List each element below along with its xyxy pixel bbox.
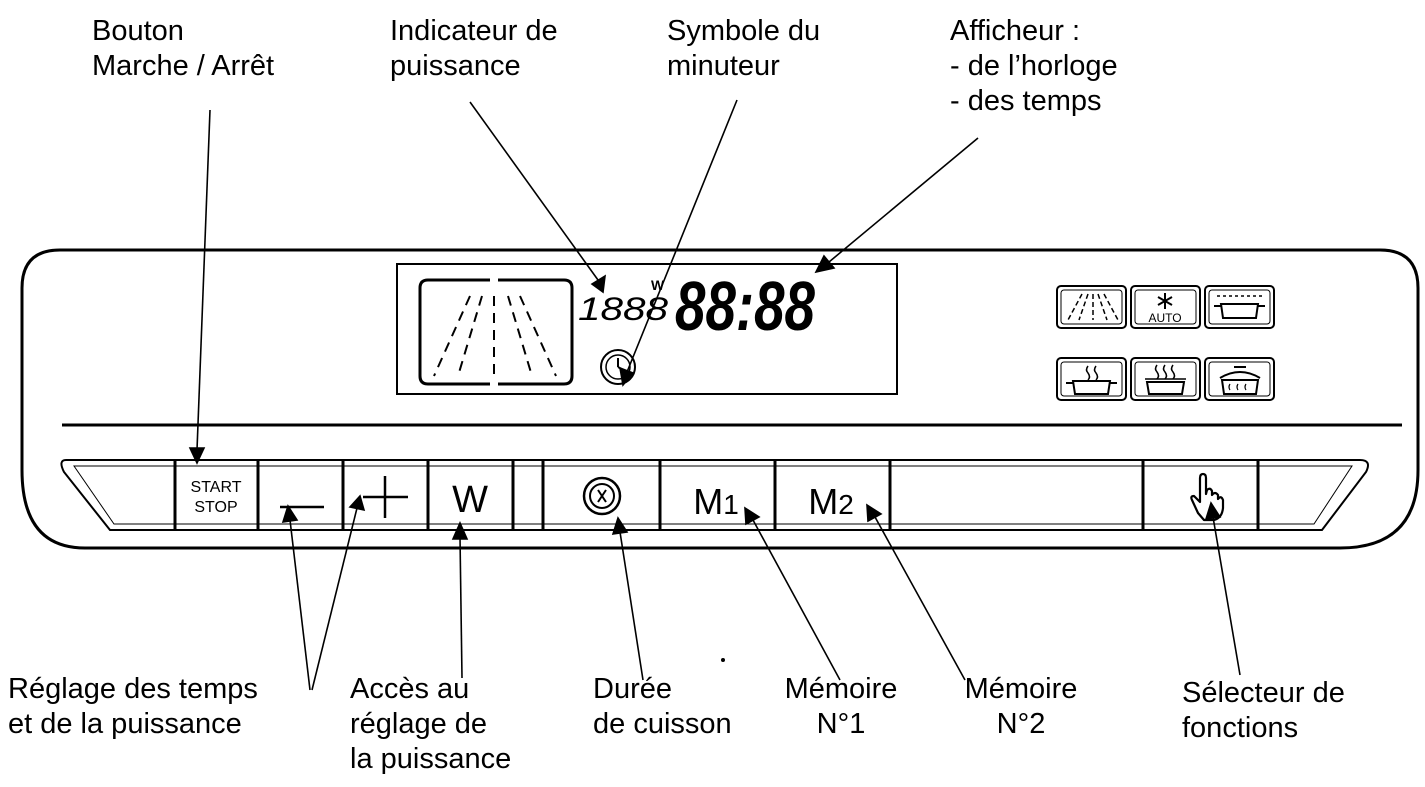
steam-pot-double-icon: [1130, 357, 1201, 401]
m2-index: 2: [838, 489, 854, 520]
m2-letter: M: [808, 481, 838, 522]
power-digits: 1888: [578, 291, 668, 327]
button-strip: [60, 459, 1369, 531]
timer-symbol-icon: [600, 349, 636, 385]
label-display: Afficheur : - de l’horloge - des temps: [950, 15, 1118, 117]
start-stop-button[interactable]: START STOP: [177, 461, 257, 529]
power-unit: W: [651, 277, 665, 293]
bake-icon: [1204, 285, 1275, 329]
m1-letter: M: [693, 481, 723, 522]
label-power-indicator: Indicateur de puissance: [390, 15, 558, 82]
stray-dot: [721, 658, 725, 662]
label-timer-symbol: Symbole du minuteur: [667, 15, 821, 82]
auto-label: AUTO: [1148, 311, 1181, 325]
grill-zone-indicator: [418, 278, 574, 386]
function-selector-button[interactable]: [1145, 461, 1257, 529]
minus-button[interactable]: [260, 461, 342, 529]
label-memory-1: Mémoire N°1: [784, 673, 898, 740]
label-function-selector: Sélecteur de fonctions: [1182, 677, 1345, 744]
power-w-button[interactable]: W: [430, 461, 512, 529]
label-cooking-duration: Durée de cuisson: [593, 673, 732, 740]
grill-icon: [1056, 285, 1127, 329]
memory-2-button[interactable]: M2: [777, 461, 889, 529]
cooking-duration-button[interactable]: [545, 461, 659, 529]
covered-dish-icon: [1204, 357, 1275, 401]
svg-text:M1: M1: [693, 481, 739, 522]
hand-pointer-icon: [1190, 472, 1225, 522]
label-power-button: Bouton Marche / Arrêt: [92, 15, 275, 82]
leader-lines: [188, 99, 1241, 691]
button-separators: [173, 460, 1260, 530]
defrost-auto-icon: AUTO: [1130, 285, 1201, 329]
stop-label: STOP: [194, 499, 237, 516]
w-label: W: [452, 479, 488, 521]
svg-text:M2: M2: [808, 481, 854, 522]
m1-index: 1: [723, 489, 739, 520]
timer-icon: [582, 476, 622, 516]
steam-pot-icon: [1056, 357, 1127, 401]
lcd-window: [396, 263, 898, 395]
start-label: START: [191, 479, 242, 496]
clock-digits: 88:88: [675, 267, 815, 345]
memory-1-button[interactable]: M1: [662, 461, 774, 529]
plus-button[interactable]: [345, 461, 427, 529]
label-time-power-adjust: Réglage des temps et de la puissance: [8, 673, 258, 740]
label-power-setting-access: Accès au réglage de la puissance: [350, 673, 512, 775]
label-memory-2: Mémoire N°2: [964, 673, 1078, 740]
